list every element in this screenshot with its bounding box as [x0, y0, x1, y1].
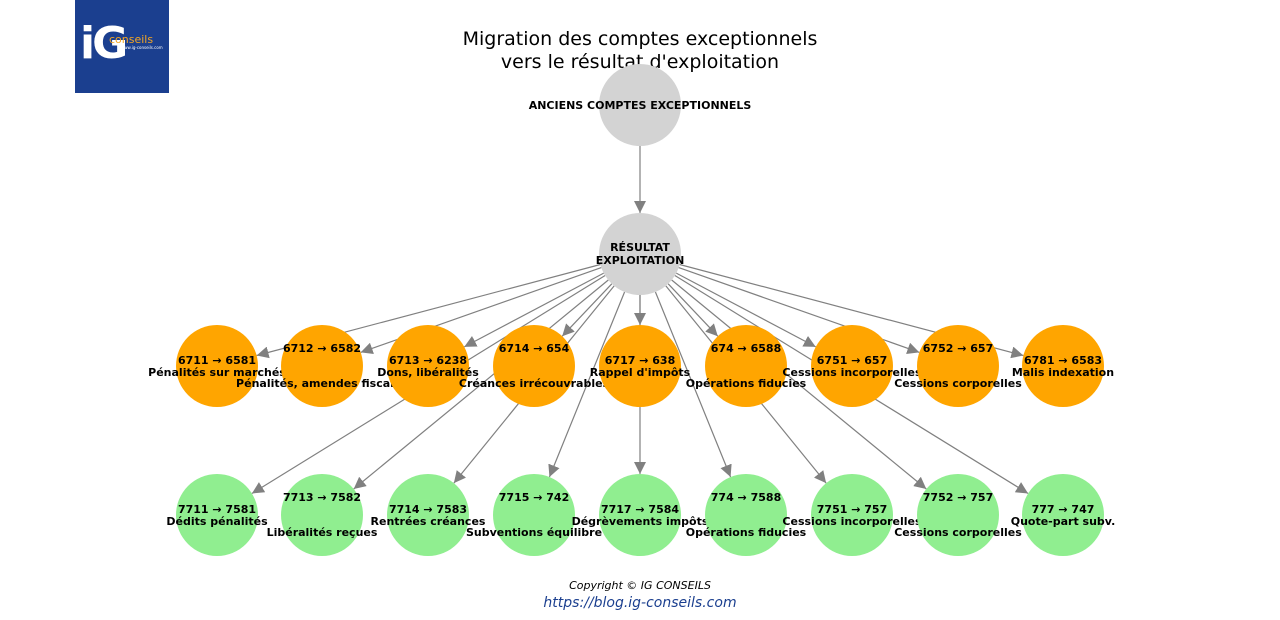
produit-node-label: Quote-part subv. [1011, 515, 1116, 528]
charge-node[interactable] [811, 325, 893, 407]
edge-center-to-charge [667, 283, 719, 337]
edge-center-to-charge [675, 272, 817, 348]
produit-node[interactable] [493, 474, 575, 556]
produit-node-label: Subventions équilibre [466, 526, 602, 539]
edge-center-to-produit [548, 291, 626, 478]
produit-node[interactable] [1022, 474, 1104, 556]
charge-node-label: Pénalités sur marchés [148, 366, 286, 379]
charge-node[interactable] [705, 325, 787, 407]
produit-node[interactable] [387, 474, 469, 556]
charge-node-label: Cessions incorporelles [782, 366, 922, 379]
charge-node-code: 674 → 6588 [711, 342, 781, 355]
edge-center-to-produit [654, 291, 732, 478]
charge-node-label: Rappel d'impôts [590, 366, 691, 379]
charge-node-code: 6781 → 6583 [1024, 354, 1102, 367]
title-line-1: Migration des comptes exceptionnels [462, 28, 818, 50]
charge-node[interactable] [493, 325, 575, 407]
charge-node[interactable] [1022, 325, 1104, 407]
produit-node-code: 774 → 7588 [711, 491, 781, 504]
produit-node[interactable] [599, 474, 681, 556]
produit-node-code: 7752 → 757 [923, 491, 993, 504]
charge-node-label: Créances irrécouvrables [459, 377, 610, 390]
charge-node-label: Opérations fiducies [686, 377, 807, 390]
charge-node-code: 6711 → 6581 [178, 354, 256, 367]
produit-node[interactable] [705, 474, 787, 556]
charge-node-code: 6713 → 6238 [389, 354, 467, 367]
produit-node[interactable] [811, 474, 893, 556]
charge-node[interactable] [599, 325, 681, 407]
produit-node-code: 7715 → 742 [499, 491, 569, 504]
produit-node-code: 7711 → 7581 [178, 503, 256, 516]
charge-node-label: Dons, libéralités [377, 366, 479, 379]
charge-node[interactable] [176, 325, 258, 407]
produit-node-code: 7717 → 7584 [601, 503, 679, 516]
charge-node-code: 6751 → 657 [817, 354, 887, 367]
logo: iG conseils www.ig-conseils.com [75, 0, 169, 93]
charge-node[interactable] [387, 325, 469, 407]
charge-node-label: Pénalités, amendes fiscales [236, 377, 408, 390]
title-line-2: vers le résultat d'exploitation [500, 51, 780, 73]
produit-node-label: Dégrèvements impôts [572, 515, 709, 528]
edge-center-to-produit [671, 279, 927, 490]
produit-node[interactable] [281, 474, 363, 556]
logo-url: www.ig-conseils.com [121, 45, 163, 50]
charge-node-label: Cessions corporelles [894, 377, 1022, 390]
copyright: Copyright © IG CONSEILS [569, 579, 711, 592]
charge-node-code: 6752 → 657 [923, 342, 993, 355]
blog-link[interactable]: https://blog.ig-conseils.com [543, 595, 737, 611]
center-node-label-2: EXPLOITATION [596, 254, 685, 267]
logo-letters: iG [80, 18, 128, 69]
produit-node-label: Opérations fiducies [686, 526, 807, 539]
produit-node-label: Cessions corporelles [894, 526, 1022, 539]
center-node-label-1: RÉSULTAT [610, 241, 670, 254]
produit-node-label: Rentrées créances [371, 515, 486, 528]
charge-node-label: Malis indexation [1012, 366, 1114, 379]
root-node[interactable] [599, 64, 681, 146]
charge-node-code: 6717 → 638 [605, 354, 675, 367]
produit-node-code: 7714 → 7583 [389, 503, 467, 516]
center-node[interactable] [599, 213, 681, 295]
produit-node[interactable] [917, 474, 999, 556]
edge-center-to-charge [561, 283, 613, 337]
produit-node[interactable] [176, 474, 258, 556]
diagram-title: Migration des comptes exceptionnels vers… [0, 28, 1280, 74]
produit-node-code: 7751 → 757 [817, 503, 887, 516]
produit-node-label: Cessions incorporelles [782, 515, 922, 528]
charge-node-code: 6714 → 654 [499, 342, 570, 355]
root-node-label: ANCIENS COMPTES EXCEPTIONNELS [529, 99, 752, 112]
charge-node[interactable] [281, 325, 363, 407]
produit-node-label: Dédits pénalités [166, 515, 268, 528]
logo-name: conseils [109, 33, 154, 46]
edge-center-to-charge [463, 272, 605, 348]
charge-node[interactable] [917, 325, 999, 407]
produit-node-code: 777 → 747 [1032, 503, 1095, 516]
charge-node-code: 6712 → 6582 [283, 342, 361, 355]
produit-node-code: 7713 → 7582 [283, 491, 361, 504]
produit-node-label: Libéralités reçues [267, 526, 378, 539]
edge-center-to-produit [353, 279, 609, 490]
